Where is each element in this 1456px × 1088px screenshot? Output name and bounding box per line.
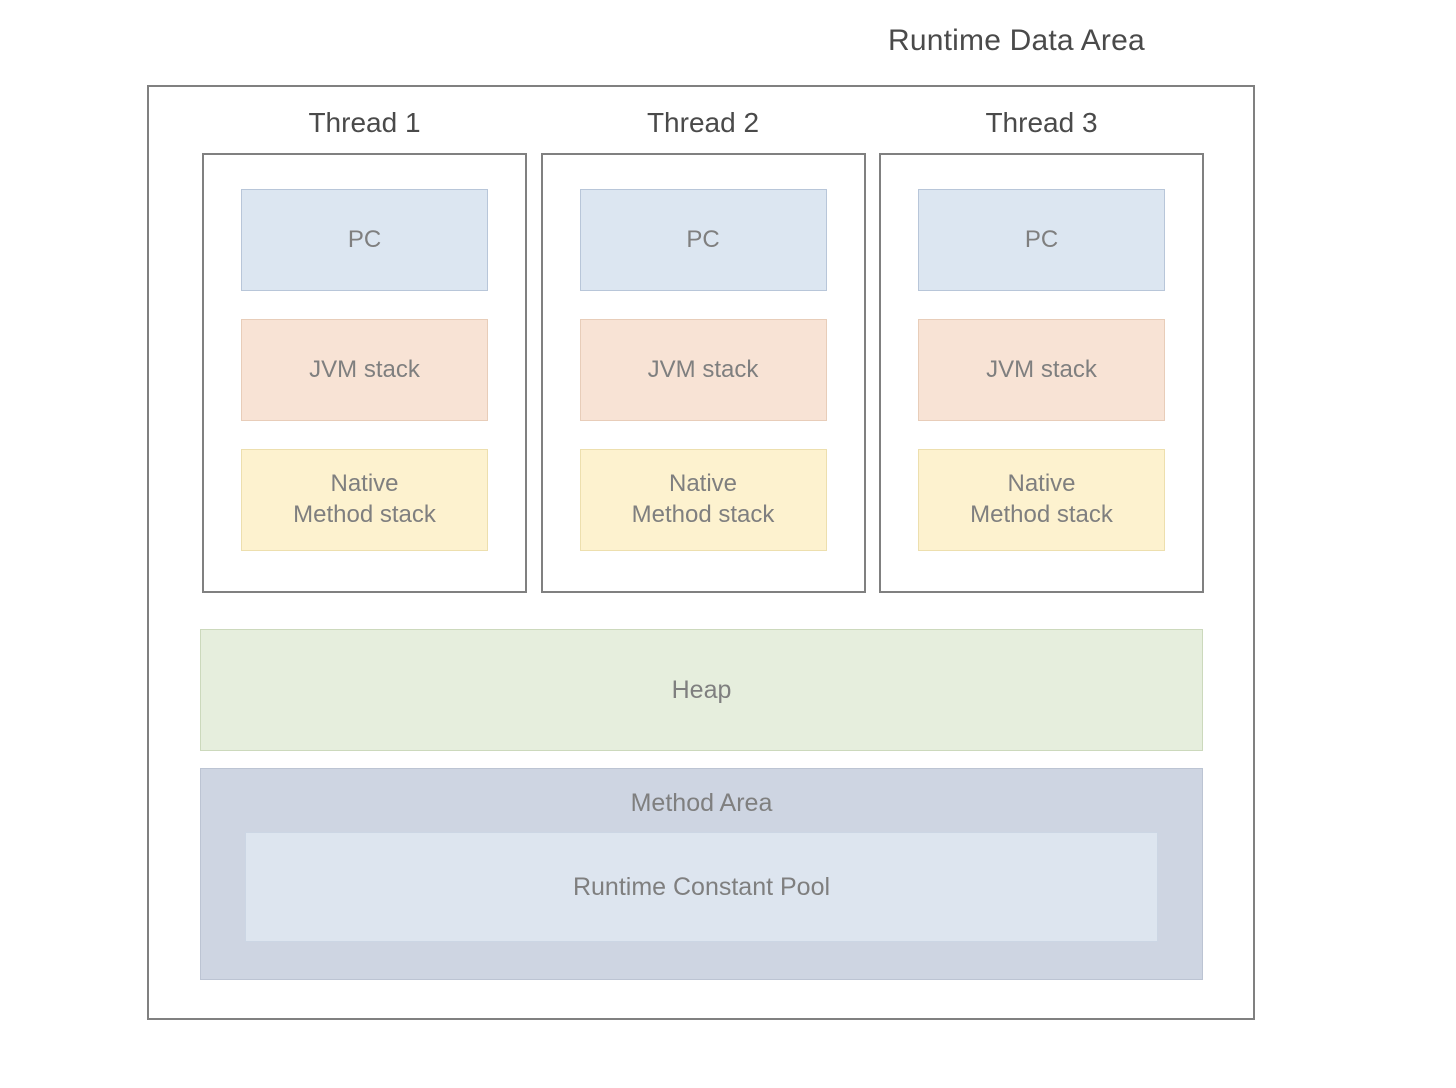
heap-label: Heap — [671, 675, 732, 704]
pc-block-thread-1: PC — [241, 189, 488, 291]
thread-column-3: Thread 3 PC JVM stack Native Method stac… — [879, 109, 1204, 594]
thread-column-1: Thread 1 PC JVM stack Native Method stac… — [202, 109, 527, 594]
jvm-stack-label-thread-3: JVM stack — [986, 355, 1097, 383]
jvm-stack-block-thread-2: JVM stack — [579, 319, 827, 421]
page-title: Runtime Data Area — [888, 24, 1145, 57]
pc-block-thread-2: PC — [579, 189, 827, 291]
heap-block: Heap — [200, 629, 1203, 751]
runtime-data-area-container: Thread 1 PC JVM stack Native Method stac… — [147, 85, 1255, 1020]
pc-label-thread-3: PC — [1024, 225, 1059, 253]
jvm-stack-block-thread-3: JVM stack — [918, 319, 1165, 421]
thread-label-1: Thread 1 — [308, 107, 421, 138]
runtime-constant-pool-block: Runtime Constant Pool — [245, 832, 1158, 942]
jvm-stack-block-thread-1: JVM stack — [241, 319, 488, 421]
jvm-stack-label-thread-2: JVM stack — [647, 355, 759, 383]
pc-label-thread-2: PC — [686, 225, 720, 253]
thread-column-2: Thread 2 PC JVM stack Native Method stac… — [540, 107, 866, 594]
native-method-stack-label-line2-thread-2: Method stack — [631, 501, 775, 528]
threads-row: Thread 1 PC JVM stack Native Method stac… — [202, 109, 1204, 594]
native-method-stack-label-line1-thread-2: Native — [668, 470, 738, 498]
native-method-stack-label-line1-thread-1: Native — [330, 470, 399, 498]
runtime-constant-pool-label: Runtime Constant Pool — [572, 872, 831, 901]
native-method-stack-label-line2-thread-3: Method stack — [970, 501, 1113, 528]
native-method-stack-block-thread-2: Native Method stack — [579, 449, 827, 551]
thread-label-3: Thread 3 — [985, 107, 1098, 138]
thread-box-2: PC JVM stack Native Method stack — [540, 153, 866, 593]
method-area-block: Method Area Runtime Constant Pool — [200, 768, 1203, 980]
method-area-label: Method Area — [630, 789, 773, 817]
thread-label-2: Thread 2 — [646, 107, 760, 138]
pc-label-thread-1: PC — [347, 225, 382, 253]
thread-box-3: PC JVM stack Native Method stack — [879, 153, 1204, 593]
native-method-stack-block-thread-1: Native Method stack — [241, 449, 488, 551]
pc-block-thread-3: PC — [918, 189, 1165, 291]
native-method-stack-label-line2-thread-1: Method stack — [293, 501, 436, 528]
native-method-stack-block-thread-3: Native Method stack — [918, 449, 1165, 551]
thread-box-1: PC JVM stack Native Method stack — [202, 153, 527, 593]
jvm-stack-label-thread-1: JVM stack — [309, 355, 420, 383]
native-method-stack-label-line1-thread-3: Native — [1007, 470, 1076, 498]
